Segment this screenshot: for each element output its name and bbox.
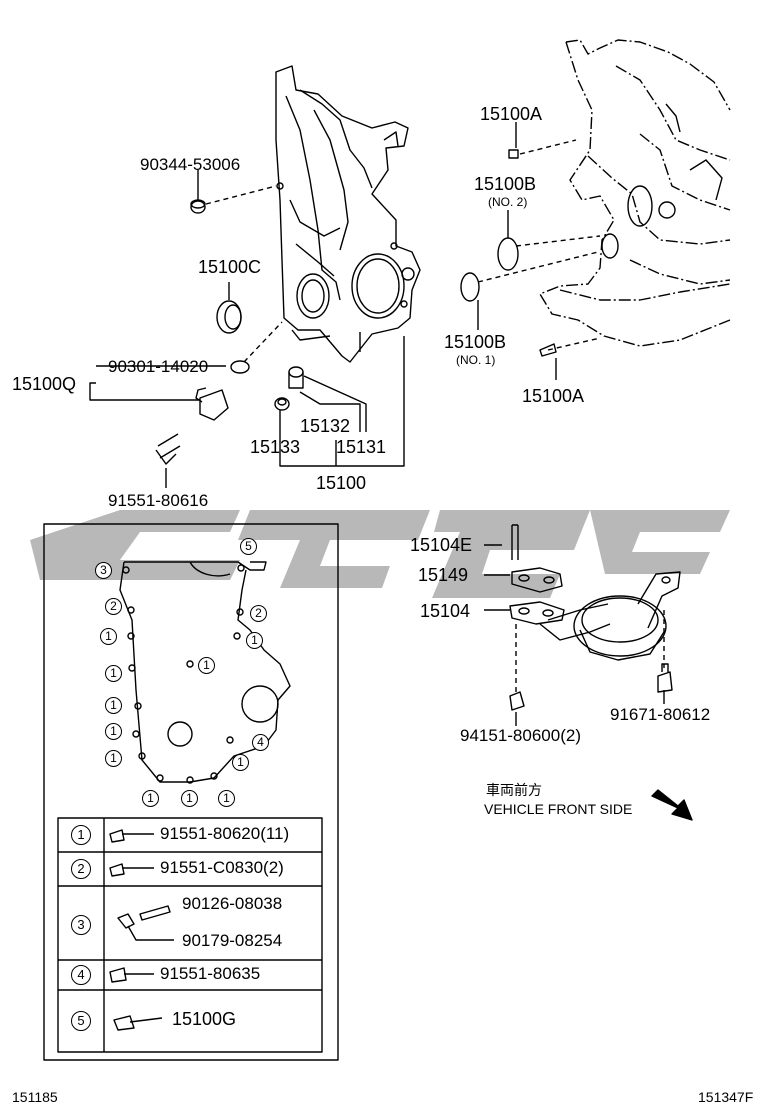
- bolt-row-2-part: 91551-C0830(2): [160, 858, 284, 877]
- label-15104E: 15104E: [410, 535, 473, 555]
- marker-bottom-1c: 1: [218, 790, 235, 807]
- vehicle-front-jp: 車両前方: [486, 782, 542, 798]
- bolt-row-4-part: 91551-80635: [160, 964, 261, 983]
- label-15100Q: 15100Q: [12, 374, 77, 394]
- gasket-panel: [43, 523, 339, 1061]
- dashed-guides: [205, 139, 665, 692]
- label-15100A-top: 15100A: [480, 104, 543, 124]
- label-94151-80600: 94151-80600(2): [460, 726, 581, 745]
- timing-cover-drawing: [275, 65, 421, 363]
- marker-bottom-1b: 1: [181, 790, 198, 807]
- marker-left-1c: 1: [105, 697, 122, 714]
- bolt-row-1-number: 1: [71, 825, 91, 845]
- marker-left-2: 2: [105, 598, 122, 615]
- label-15131: 15131: [336, 437, 387, 457]
- marker-left-1e: 1: [105, 750, 122, 767]
- bolt-row-5-number: 5: [71, 1011, 91, 1031]
- label-15100B-top-sub: (NO. 2): [488, 195, 528, 209]
- marker-right-1: 1: [246, 632, 263, 649]
- marker-5: 5: [240, 538, 257, 555]
- label-15133: 15133: [250, 437, 301, 457]
- engine-block-detail: [601, 103, 723, 259]
- bolt-row-2-number: 2: [71, 859, 91, 879]
- label-15104: 15104: [420, 601, 471, 621]
- bolt-row-5-part: 15100G: [172, 1009, 237, 1029]
- bolt-row-4-number: 4: [71, 965, 91, 985]
- marker-3: 3: [95, 562, 112, 579]
- illustration-code-right: 151347F: [698, 1089, 754, 1105]
- label-15100B-top: 15100B: [474, 174, 537, 194]
- label-91671-80612: 91671-80612: [610, 705, 711, 724]
- label-15100: 15100: [316, 473, 367, 493]
- small-parts-drawing: [155, 149, 557, 465]
- label-15100C: 15100C: [198, 257, 262, 277]
- illustration-code-left: 151185: [12, 1089, 58, 1105]
- engine-block-outline: [539, 39, 731, 347]
- label-15100B-bottom-sub: (NO. 1): [456, 353, 496, 367]
- oil-strainer-drawing: [509, 524, 681, 711]
- label-15100B-bottom: 15100B: [444, 332, 507, 352]
- marker-center-1: 1: [198, 657, 215, 674]
- label-90344-53006: 90344-53006: [140, 155, 241, 174]
- marker-right-2: 2: [250, 605, 267, 622]
- marker-bottom-1a: 1: [142, 790, 159, 807]
- vehicle-front-en: VEHICLE FRONT SIDE: [484, 801, 633, 817]
- label-15100A-bottom: 15100A: [522, 386, 585, 406]
- label-15132: 15132: [300, 416, 351, 436]
- marker-left-1b: 1: [105, 665, 122, 682]
- leader-lines: [89, 122, 665, 726]
- marker-right-1b: 1: [232, 754, 249, 771]
- bolt-row-1-part: 91551-80620(11): [160, 824, 290, 843]
- label-91551-80616: 91551-80616: [108, 491, 209, 510]
- marker-right-4: 4: [252, 734, 269, 751]
- label-90301-14020: 90301-14020: [108, 357, 209, 376]
- marker-left-1d: 1: [105, 723, 122, 740]
- label-15149: 15149: [418, 565, 469, 585]
- marker-left-1a: 1: [100, 628, 117, 645]
- vehicle-front-arrow: [651, 789, 693, 821]
- bolt-row-3-part-b: 90179-08254: [182, 931, 283, 950]
- bolt-row-3-part-a: 90126-08038: [182, 894, 283, 913]
- bolt-row-3-number: 3: [71, 915, 91, 935]
